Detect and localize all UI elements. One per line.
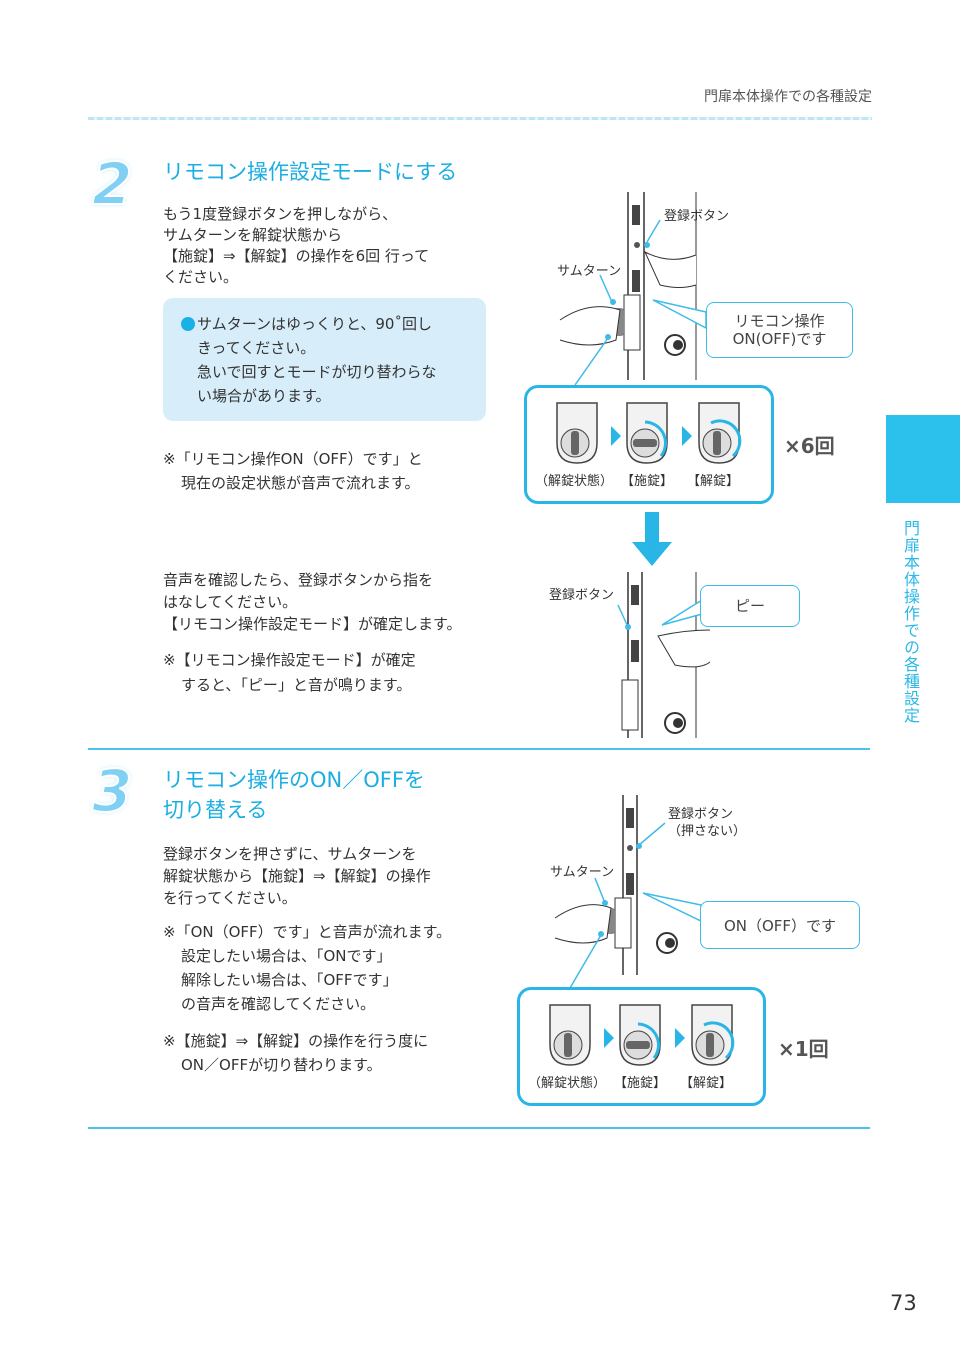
state-label-unlocked: （解錠状態） (535, 474, 614, 489)
text-line: はなしてください。 (163, 593, 298, 611)
state-label-unlock: 【解錠】 (680, 1076, 733, 1091)
state-label-lock: 【施錠】 (614, 1076, 667, 1091)
text-line: もう1度登録ボタンを押しながら、 (163, 205, 398, 223)
section-divider (88, 748, 870, 750)
thumbturn-label: サムターン (557, 264, 622, 279)
speech-bubble-beep: ピー (700, 585, 800, 627)
arrow-right-icon (611, 426, 621, 446)
arrow-down-icon (632, 512, 672, 566)
text-line: 登録ボタン (668, 807, 734, 822)
arrow-right-icon (682, 426, 692, 446)
text-line: 登録ボタンを押さずに、サムターンを (163, 845, 417, 863)
page-number: 73 (890, 1291, 917, 1315)
text-line: を行ってください。 (163, 889, 297, 907)
thumbturn-locked-icon (619, 1004, 661, 1066)
thumbturn-sequence-box: （解錠状態） 【施錠】 【解錠】 (517, 987, 766, 1106)
text-line: ※「リモコン操作ON（OFF）です」と (163, 450, 423, 468)
text-line: の音声を確認してください。 (181, 995, 376, 1013)
text-line: リモコン操作 (734, 312, 825, 330)
text-line: ※【リモコン操作設定モード】が確定 (163, 651, 416, 669)
state-label-lock: 【施錠】 (621, 474, 674, 489)
text-line: ON／OFFが切り替わります。 (181, 1056, 382, 1074)
thumbturn-unlock-icon (691, 1004, 735, 1066)
step2-body2: 音声を確認したら、登録ボタンから指を はなしてください。 【リモコン操作設定モー… (163, 569, 462, 635)
register-button-label: 登録ボタン (664, 209, 730, 224)
running-header: 門扉本体操作での各種設定 (704, 89, 872, 105)
state-label-unlock: 【解錠】 (687, 474, 740, 489)
thumbturn-sequence-icons (549, 1004, 735, 1066)
repeat-count: ×1回 (778, 1037, 829, 1061)
text-line: 急いで回すとモードが切り替わらな (197, 363, 437, 381)
text-line: ※【施錠】⇒【解錠】の操作を行う度に (163, 1032, 429, 1050)
text-line: （押さない） (668, 824, 747, 839)
state-label-unlocked: （解錠状態） (528, 1076, 607, 1091)
text-line: リモコン操作のON／OFFを (163, 768, 425, 792)
text-line: ON(OFF)です (732, 330, 827, 348)
text-line: 【施錠】⇒【解錠】の操作を6回 行って (163, 247, 430, 265)
register-button-label: 登録ボタン （押さない） (668, 806, 746, 840)
section-divider (88, 1127, 870, 1129)
step3-title: リモコン操作のON／OFFを 切り替える (163, 765, 425, 825)
step3-note2: ※【施錠】⇒【解錠】の操作を行う度に ON／OFFが切り替わります。 (163, 1029, 428, 1077)
header-rule (88, 117, 872, 120)
text-line: 設定したい場合は、「ONです」 (181, 947, 392, 965)
arrow-right-icon (675, 1028, 685, 1048)
text-line: ください。 (163, 268, 239, 286)
text-line: ※「ON（OFF）です」と音声が流れます。 (163, 923, 452, 941)
step2-note1: ※「リモコン操作ON（OFF）です」と 現在の設定状態が音声で流れます。 (163, 447, 423, 495)
step3-instructions: 登録ボタンを押さずに、サムターンを 解錠状態から【施錠】⇒【解錠】の操作 を行っ… (163, 843, 431, 909)
thumbturn-unlocked-icon (556, 402, 598, 464)
thumbturn-unlocked-icon (549, 1004, 591, 1066)
bullet-icon (181, 317, 195, 331)
text-line: きってください。 (197, 339, 316, 357)
thumbturn-sequence-box: （解錠状態） 【施錠】 【解錠】 (524, 385, 774, 504)
step3-note1: ※「ON（OFF）です」と音声が流れます。 設定したい場合は、「ONです」 解除… (163, 920, 451, 1016)
thumbturn-locked-icon (626, 402, 668, 464)
repeat-count: ×6回 (784, 434, 835, 458)
chapter-tab (886, 415, 960, 503)
text-line: 解除したい場合は、「OFFです」 (181, 971, 398, 989)
text-line: サムターンを解錠状態から (163, 226, 342, 244)
text-line: 現在の設定状態が音声で流れます。 (181, 474, 420, 492)
text-line: サムターンはゆっくりと、90˚回し (197, 315, 432, 333)
speech-bubble-onoff: ON（OFF）です (700, 901, 860, 949)
step-number-2: 2 (91, 149, 133, 219)
thumbturn-unlock-icon (698, 402, 742, 464)
door-illustration (559, 192, 707, 386)
text-line: すると、「ピー」と音が鳴ります。 (181, 676, 412, 694)
step-number-3: 3 (91, 756, 133, 826)
text-line: 解錠状態から【施錠】⇒【解錠】の操作 (163, 867, 431, 885)
step2-note2: ※【リモコン操作設定モード】が確定 すると、「ピー」と音が鳴ります。 (163, 648, 416, 698)
arrow-right-icon (604, 1028, 614, 1048)
chapter-tab-label: 門扉本体操作での各種設定 (901, 520, 920, 724)
text-line: い場合があります。 (197, 387, 331, 405)
step2-title: リモコン操作設定モードにする (163, 160, 458, 184)
tip-box: サムターンはゆっくりと、90˚回し きってください。 急いで回すとモードが切り替… (163, 298, 486, 421)
speech-bubble: リモコン操作 ON(OFF)です (706, 302, 853, 358)
step2-instructions: もう1度登録ボタンを押しながら、 サムターンを解錠状態から 【施錠】⇒【解錠】の… (163, 204, 429, 288)
door-illustration-release (617, 572, 711, 738)
text-line: 【リモコン操作設定モード】が確定します。 (163, 615, 462, 633)
thumbturn-label: サムターン (550, 865, 615, 880)
thumbturn-sequence-icons (556, 402, 742, 464)
text-line: 切り替える (163, 798, 268, 822)
register-button-label: 登録ボタン (549, 588, 615, 603)
text-line: 音声を確認したら、登録ボタンから指を (163, 571, 434, 589)
